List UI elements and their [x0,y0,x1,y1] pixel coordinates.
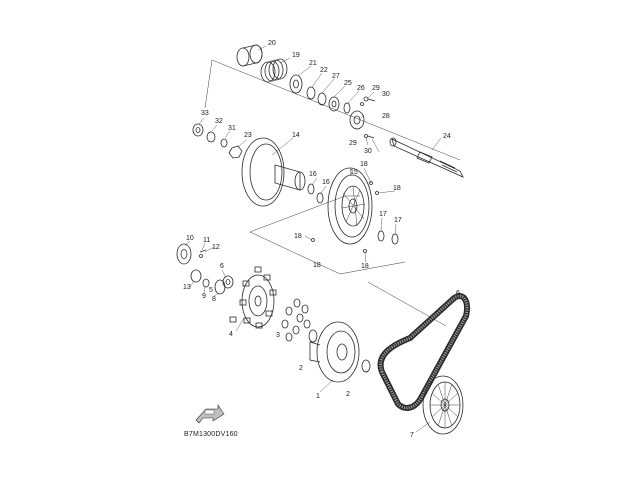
callout-6: 6 [220,263,224,270]
part-32-washer [206,131,216,143]
part-6-drive-belt [377,293,470,411]
callout-19: 19 [292,52,300,59]
callout-3: 3 [276,332,280,339]
callout-31: 31 [228,125,236,132]
callout-labels: 20 19 21 22 27 25 26 29 30 28 29 30 24 3… [183,40,460,439]
part-24-secondary-shaft [389,137,464,178]
diagram-code: B7M1300DV160 [184,431,238,438]
part-9-circlip [202,278,210,288]
callout-11: 11 [203,237,210,244]
part-22-circlip [306,86,316,100]
callout-33: 33 [201,110,209,117]
callout-4: 4 [229,331,233,338]
callout-8: 8 [212,296,216,303]
callout-29b: 29 [349,140,357,147]
callout-18b: 18 [393,185,401,192]
part-33-bearing [192,123,204,137]
part-27-washer [317,92,327,106]
callout-17b: 17 [394,217,402,224]
part-3-rollers [281,298,311,342]
part-6-bearing [222,275,234,289]
part-13-washer [190,269,202,283]
callout-20: 20 [268,40,276,47]
callout-30b: 30 [364,148,372,155]
callout-18d: 18 [313,262,321,269]
callout-1: 1 [316,393,320,400]
leader-lines [184,45,459,433]
part-19-compression-spring [260,58,288,83]
part-20-spring-seat [236,44,263,67]
part-26-oil-seal [343,102,351,114]
part-8-collar [214,279,226,295]
callout-18e: 18 [361,263,369,270]
part-7-cooling-fan [422,375,464,435]
callout-30a: 30 [382,91,390,98]
callout-12: 12 [212,244,220,251]
callout-2a: 2 [299,365,303,372]
callout-9: 9 [202,293,206,300]
callout-18c: 18 [294,233,302,240]
callout-15: 15 [350,169,358,176]
callout-18a: 18 [360,161,368,168]
callout-7: 7 [410,432,414,439]
part-16-o-rings [307,183,324,204]
part-21-spring-seat-plate [289,74,303,94]
callout-16a: 16 [309,171,317,178]
front-arrow-icon [195,404,225,424]
callout-14: 14 [292,132,300,139]
part-23-nut [228,145,243,159]
part-29-30-pin-lower [364,134,375,139]
callout-29a: 29 [372,85,380,92]
callout-5: 5 [209,287,213,294]
callout-28: 28 [382,113,390,120]
part-25-bearing [328,96,340,112]
part-29-30-pin-and-collar [360,96,376,106]
part-31-circlip [220,138,228,148]
callout-16b: 16 [322,179,330,186]
callout-24: 24 [443,133,451,140]
part-15-sliding-sheave [327,167,373,245]
callout-25: 25 [344,80,352,87]
part-1-primary-sheave [309,321,360,383]
callout-2b: 2 [346,391,350,398]
part-2-collar-rings [308,329,371,373]
callout-10: 10 [186,235,194,242]
callout-21: 21 [309,60,317,67]
callout-26: 26 [357,85,365,92]
callout-27: 27 [332,73,340,80]
part-14-fixed-secondary-sheave [241,137,306,207]
callout-13: 13 [183,284,191,291]
callout-23: 23 [244,132,252,139]
part-10-bearing [176,243,192,265]
part-4-spider [241,274,275,328]
part-5-sliders [229,266,277,329]
part-28-bearing [349,110,365,130]
part-11-12-pins [199,249,207,258]
callout-22: 22 [320,67,328,74]
callout-17a: 17 [379,211,387,218]
callout-6-belt: 6 [456,290,460,297]
callout-32: 32 [215,118,223,125]
